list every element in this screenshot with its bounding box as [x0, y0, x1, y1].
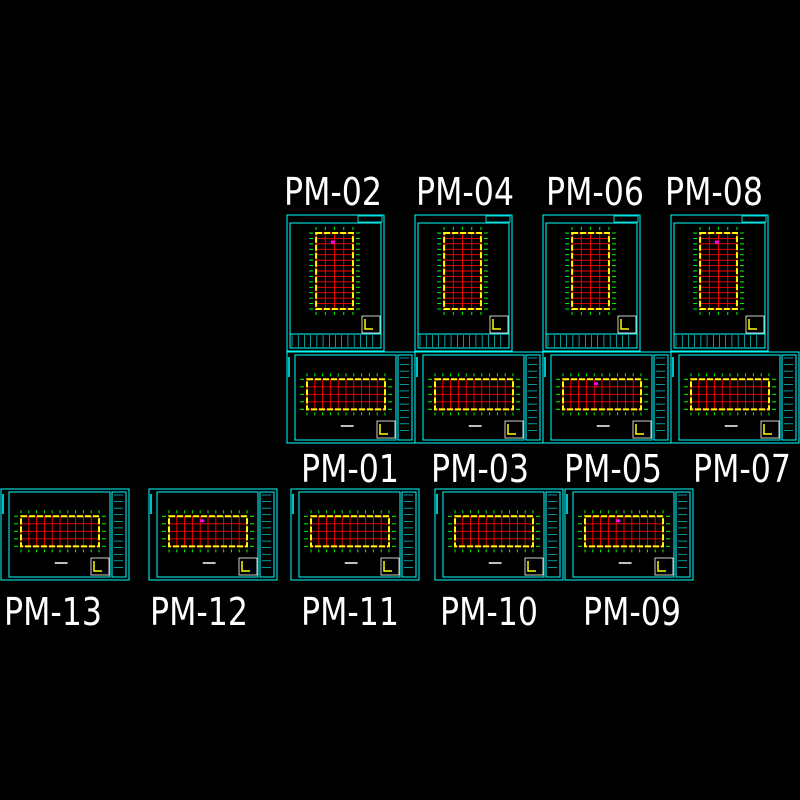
sheet-label: PM-06 — [546, 170, 644, 214]
title-block — [545, 491, 561, 578]
sheet-label: PM-05 — [564, 447, 662, 491]
drawing-sheet-pm-01[interactable] — [286, 351, 416, 444]
floor-plan — [300, 373, 392, 416]
key-plan — [654, 557, 674, 576]
key-plan — [632, 420, 652, 439]
drawing-sheet-pm-10[interactable] — [434, 488, 564, 581]
drawing-sheet-pm-05[interactable] — [542, 351, 672, 444]
sheet-border — [434, 488, 564, 581]
key-plan — [745, 315, 765, 334]
sheet-border — [290, 488, 420, 581]
title-block — [397, 354, 413, 441]
key-plan — [380, 557, 400, 576]
floor-plan — [14, 510, 106, 553]
drawing-sheet-pm-03[interactable] — [414, 351, 544, 444]
drawing-sheet-pm-07[interactable] — [670, 351, 800, 444]
title-block — [259, 491, 275, 578]
floor-plan — [304, 510, 396, 553]
floor-plan — [309, 227, 360, 315]
drawing-sheet-pm-04[interactable] — [414, 214, 513, 352]
drawing-sheet-pm-08[interactable] — [670, 214, 769, 352]
key-plan — [90, 557, 110, 576]
floor-plan — [556, 373, 648, 416]
floor-plan — [428, 373, 520, 416]
sheet-label: PM-02 — [284, 170, 382, 214]
title-block — [781, 354, 797, 441]
sheet-border — [564, 488, 694, 581]
sheet-label: PM-09 — [583, 590, 681, 634]
sheet-border — [542, 214, 641, 352]
title-block — [417, 333, 510, 349]
floor-plan — [162, 510, 254, 553]
sheet-label: PM-11 — [301, 590, 399, 634]
sheet-label: PM-03 — [431, 447, 529, 491]
floor-plan — [693, 227, 744, 315]
key-plan — [238, 557, 258, 576]
drawing-sheet-pm-11[interactable] — [290, 488, 420, 581]
title-block — [289, 333, 382, 349]
sheet-label: PM-12 — [150, 590, 248, 634]
sheet-label: PM-08 — [665, 170, 763, 214]
key-plan — [760, 420, 780, 439]
sheet-border — [670, 214, 769, 352]
sheet-border — [148, 488, 278, 581]
drawing-sheet-pm-12[interactable] — [148, 488, 278, 581]
sheet-label: PM-01 — [301, 447, 399, 491]
title-block — [525, 354, 541, 441]
sheet-border — [670, 351, 800, 444]
drawing-sheet-pm-13[interactable] — [0, 488, 130, 581]
floor-plan — [437, 227, 488, 315]
key-plan — [376, 420, 396, 439]
key-plan — [361, 315, 381, 334]
title-block — [111, 491, 127, 578]
title-block — [653, 354, 669, 441]
key-plan — [524, 557, 544, 576]
key-plan — [504, 420, 524, 439]
sheet-border — [286, 214, 385, 352]
sheet-label: PM-07 — [693, 447, 791, 491]
title-block — [401, 491, 417, 578]
sheet-border — [0, 488, 130, 581]
sheet-label: PM-04 — [416, 170, 514, 214]
title-block — [673, 333, 766, 349]
floor-plan — [448, 510, 540, 553]
drawing-sheet-pm-09[interactable] — [564, 488, 694, 581]
sheet-border — [414, 214, 513, 352]
title-block — [675, 491, 691, 578]
floor-plan — [565, 227, 616, 315]
sheet-label: PM-10 — [440, 590, 538, 634]
sheet-label: PM-13 — [4, 590, 102, 634]
key-plan — [617, 315, 637, 334]
key-plan — [489, 315, 509, 334]
drawing-sheet-pm-02[interactable] — [286, 214, 385, 352]
floor-plan — [684, 373, 776, 416]
drawing-sheet-pm-06[interactable] — [542, 214, 641, 352]
floor-plan — [578, 510, 670, 553]
title-block — [545, 333, 638, 349]
